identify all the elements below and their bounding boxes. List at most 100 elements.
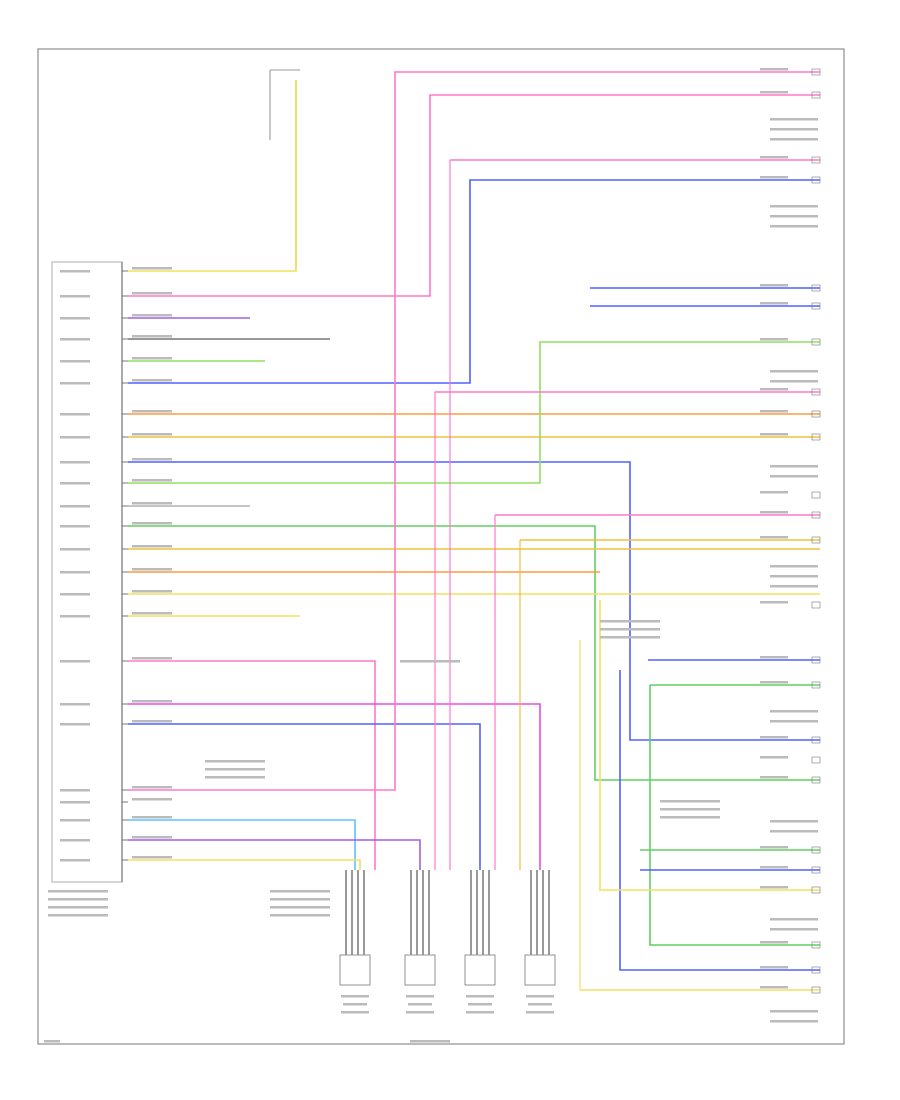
sensor-label-bar — [408, 1003, 432, 1006]
right-wire-label-bar — [760, 511, 788, 514]
note-bar — [205, 776, 265, 779]
module-pin-label-bar — [60, 482, 90, 485]
note-bar — [48, 914, 108, 917]
wheel-speed-sensor-4 — [524, 870, 556, 986]
right-connector-pin — [811, 68, 821, 76]
right-note-bar — [770, 918, 818, 921]
right-wire-label-bar — [760, 886, 788, 889]
right-connector-pin — [811, 388, 821, 396]
right-wire-label-bar — [760, 756, 788, 759]
right-note-bar — [770, 575, 818, 578]
right-connector-pin — [811, 866, 821, 874]
sensor-label-bar — [468, 1003, 492, 1006]
right-note-bar — [770, 215, 818, 218]
right-connector-pin — [811, 681, 821, 689]
sensor-label-bar — [406, 995, 434, 998]
right-connector-pin — [811, 756, 821, 764]
wire-yellow-top — [128, 80, 297, 272]
module-pin-label-bar — [60, 660, 90, 663]
note-bar — [660, 800, 720, 803]
sensor-label-bar — [341, 995, 369, 998]
right-note-bar — [770, 370, 818, 373]
right-wire-label-bar — [760, 866, 788, 869]
right-note-bar — [770, 820, 818, 823]
sensor-label-bar — [526, 995, 554, 998]
module-pin-label-bar — [60, 461, 90, 464]
wire-label-bar — [132, 590, 172, 593]
module-pin-label-bar — [60, 270, 90, 273]
label-bars-group — [44, 68, 818, 1043]
wire-label-bar — [132, 379, 172, 382]
note-bar — [600, 620, 660, 623]
footer-bar — [44, 1040, 60, 1043]
right-wire-label-bar — [760, 601, 788, 604]
wire-label-bar — [132, 836, 172, 839]
module-pin-label-bar — [60, 295, 90, 298]
wire-label-bar — [132, 502, 172, 505]
right-wire-label-bar — [760, 410, 788, 413]
diagram-border — [37, 48, 845, 1045]
right-wire-label-bar — [760, 846, 788, 849]
wire-label-bar — [132, 856, 172, 859]
wires-group — [128, 71, 820, 991]
right-connector-pin — [811, 776, 821, 784]
wheel-speed-sensor-2 — [404, 870, 436, 986]
wire-label-bar — [132, 700, 172, 703]
right-note-bar — [770, 380, 818, 383]
wire-label-bar — [132, 479, 172, 482]
right-wire-label-bar — [760, 776, 788, 779]
module-pin-label-bar — [60, 382, 90, 385]
wire-blue-sensor — [128, 723, 481, 870]
right-connector-pin — [811, 846, 821, 854]
note-bar — [270, 906, 330, 909]
right-wire-label-bar — [760, 736, 788, 739]
module-pin-label-bar — [60, 801, 90, 804]
wire-yellow-sensor — [128, 859, 361, 870]
right-note-bar — [770, 830, 818, 833]
wire-label-bar — [132, 720, 172, 723]
sensor-label-bar — [406, 1011, 434, 1014]
right-wire-label-bar — [760, 966, 788, 969]
note-bar — [270, 898, 330, 901]
right-note-bar — [770, 585, 818, 588]
wire-label-bar — [132, 798, 172, 801]
wire-pink-sensor-1 — [128, 660, 376, 870]
right-wire-label-bar — [760, 68, 788, 71]
right-note-bar — [770, 1020, 818, 1023]
right-note-bar — [770, 128, 818, 131]
right-wire-label-bar — [760, 302, 788, 305]
module-pin-label-bar — [60, 571, 90, 574]
wire-magenta-sensor — [128, 703, 541, 870]
note-bar — [48, 898, 108, 901]
right-wire-label-bar — [760, 388, 788, 391]
right-connector-pin — [811, 511, 821, 519]
right-connector-pin — [811, 966, 821, 974]
right-wire-label-bar — [760, 91, 788, 94]
right-note-bar — [770, 138, 818, 141]
right-note-bar — [770, 720, 818, 723]
right-connector-pin — [811, 601, 821, 609]
wheel-speed-sensor-3 — [464, 870, 496, 986]
note-bar — [48, 890, 108, 893]
right-wire-label-bar — [760, 986, 788, 989]
sensor-label-bar — [343, 1003, 367, 1006]
right-note-bar — [770, 118, 818, 121]
right-connector-pin — [811, 433, 821, 441]
right-wire-label-bar — [760, 156, 788, 159]
module-pin-label-bar — [60, 548, 90, 551]
right-connector-pin — [811, 410, 821, 418]
module-pin-label-bar — [60, 859, 90, 862]
right-wire-label-bar — [760, 284, 788, 287]
wire-pink-top — [128, 94, 820, 297]
module-pin-label-bar — [60, 525, 90, 528]
right-connectors-group — [811, 68, 821, 994]
wire-blue-top — [128, 179, 820, 384]
wire-blue-2 — [128, 461, 820, 741]
wire-yellow-890 — [599, 600, 820, 891]
right-connector-pin — [811, 176, 821, 184]
wire-label-bar — [132, 335, 172, 338]
module-pin-label-bar — [60, 436, 90, 439]
wire-label-bar — [132, 816, 172, 819]
right-connector-pin — [811, 156, 821, 164]
wire-green-2 — [128, 341, 820, 484]
